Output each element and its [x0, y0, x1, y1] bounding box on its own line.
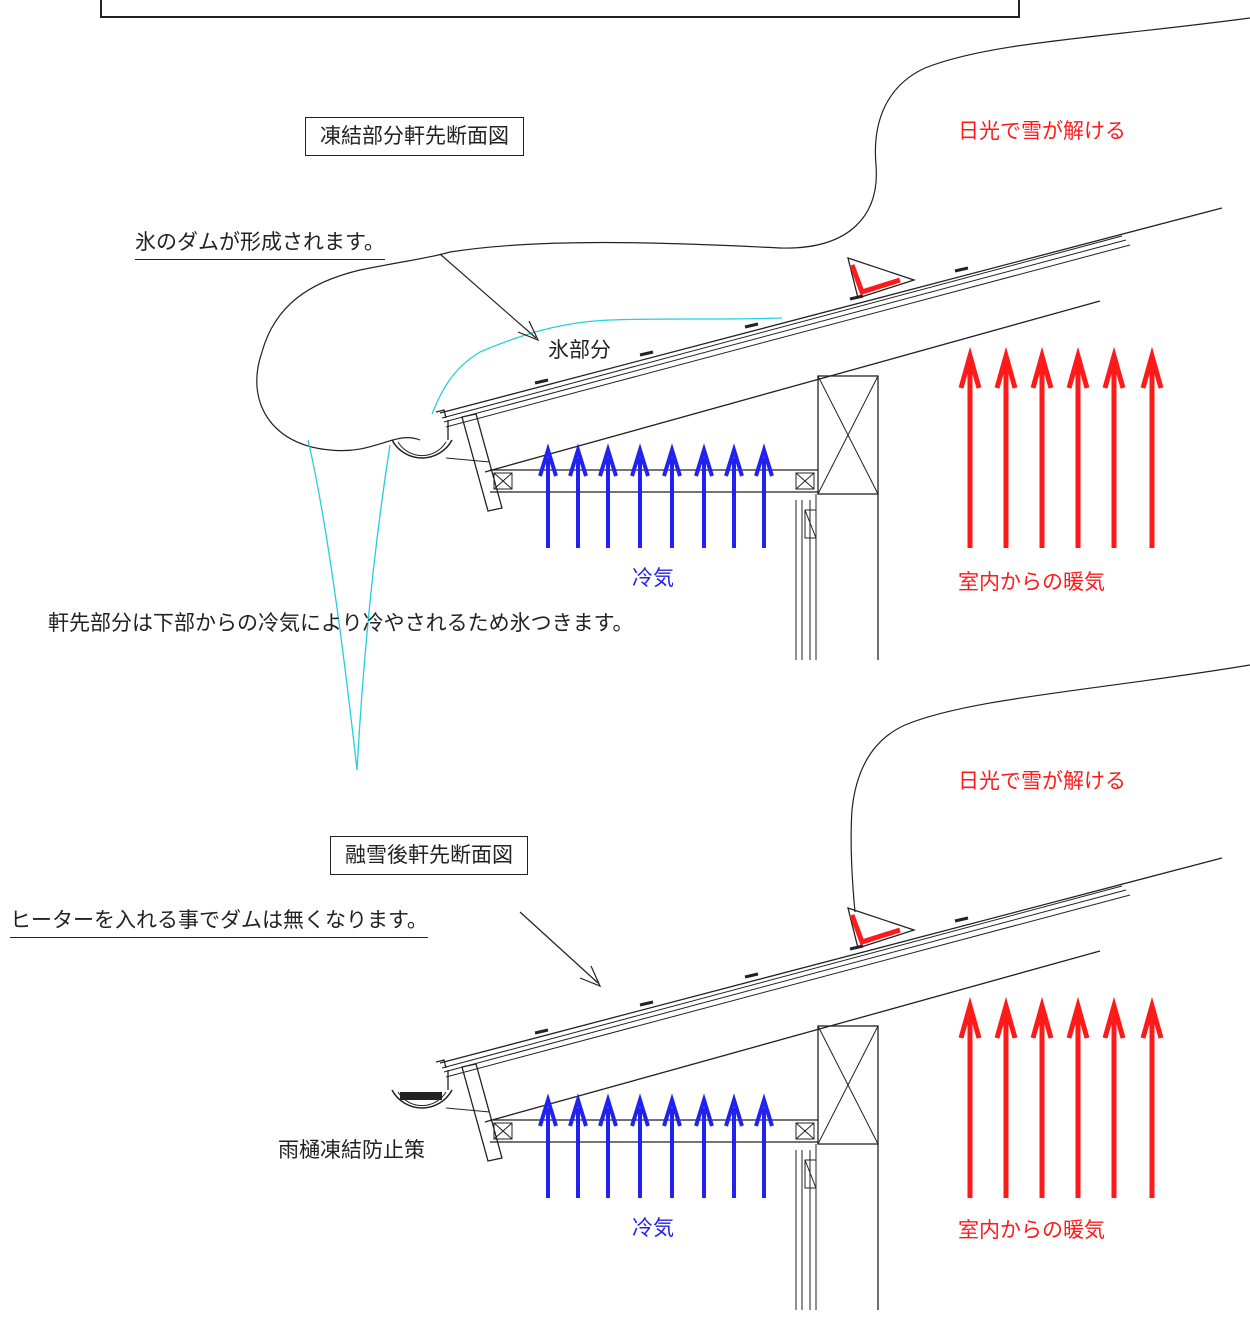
- upper-section-drawing: [256, 17, 1250, 771]
- upper-icicle: [307, 439, 391, 771]
- ice-part-label: 氷部分: [548, 338, 611, 362]
- eave-note: 軒先部分は下部からの冷気により冷やされるため氷つきます。: [48, 611, 634, 635]
- upper-sun-melt-label: 日光で雪が解ける: [958, 119, 1126, 143]
- heater-note: ヒーターを入れる事でダムは無くなります。: [10, 910, 428, 938]
- lower-warm-air-label: 室内からの暖気: [958, 1218, 1105, 1242]
- lower-sun-melt-label: 日光で雪が解ける: [958, 769, 1126, 793]
- gutter-heater: [400, 1092, 442, 1100]
- lower-cold-air-label: 冷気: [632, 1216, 674, 1240]
- lower-section-drawing: [392, 664, 1250, 1310]
- upper-snow-outline: [256, 17, 1250, 452]
- gutter-note: 雨樋凍結防止策: [278, 1138, 425, 1162]
- lower-heading: 融雪後軒先断面図: [330, 836, 528, 875]
- upper-heading: 凍結部分軒先断面図: [305, 117, 524, 156]
- upper-ice-dam: [431, 317, 783, 415]
- upper-cold-air-label: 冷気: [632, 566, 674, 590]
- ice-dam-label: 氷のダムが形成されます。: [135, 232, 385, 260]
- lower-snow-outline: [850, 664, 1250, 913]
- upper-warm-air-label: 室内からの暖気: [958, 570, 1105, 594]
- title-box: [100, 0, 1020, 18]
